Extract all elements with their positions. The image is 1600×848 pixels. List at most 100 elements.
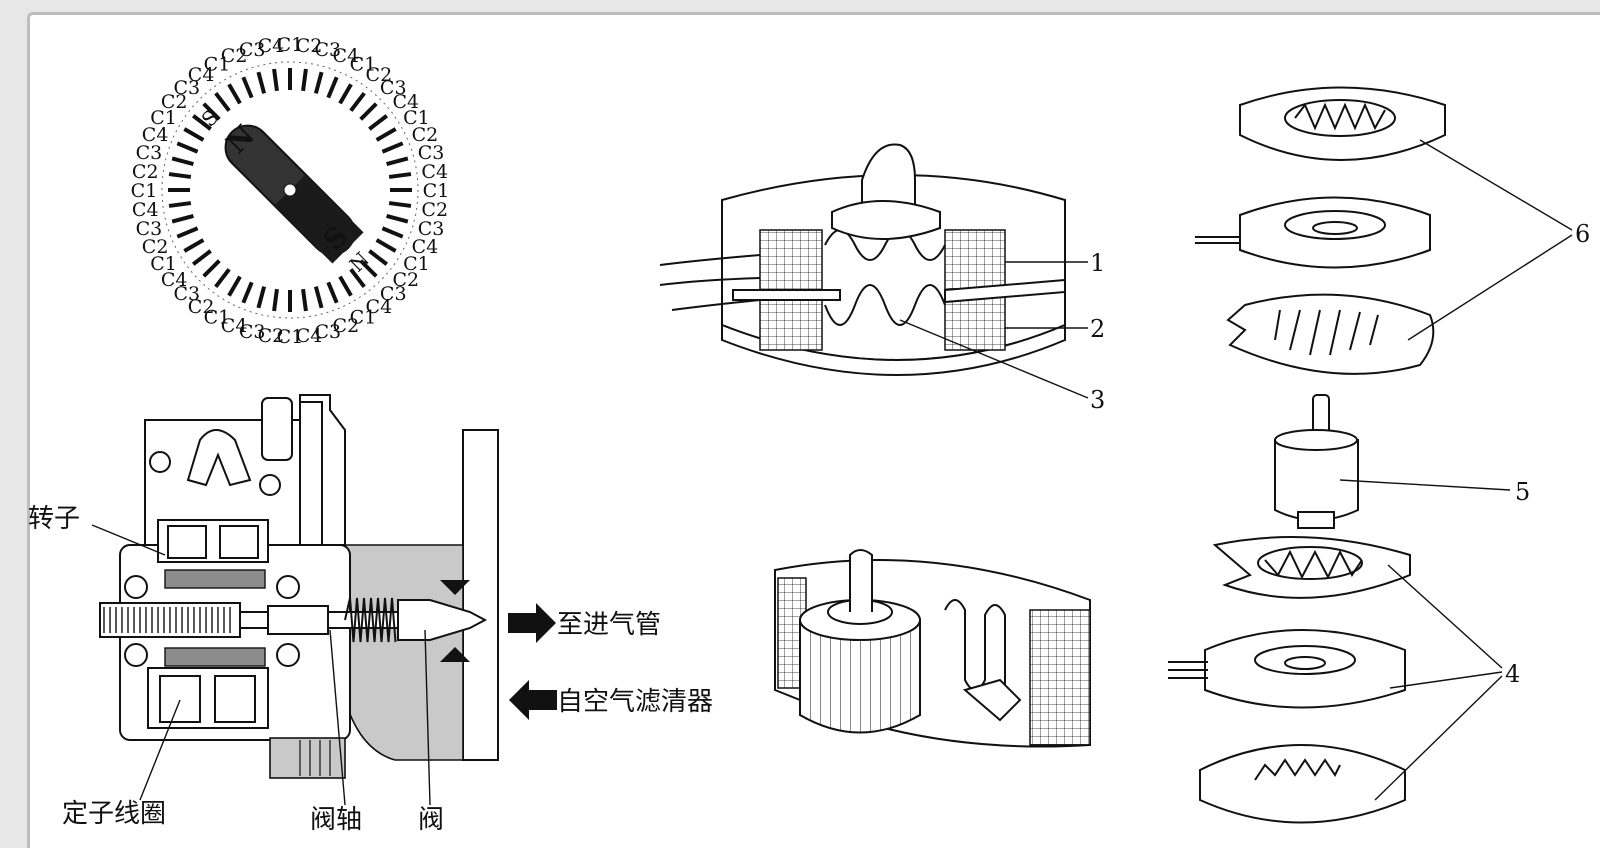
bearing-bottom-right [276,643,300,667]
pole-tick [326,281,339,304]
pole-tick-label: C3 [239,39,266,61]
rotor-label: 转子 [28,504,80,534]
pole-tick-label: C4 [393,91,420,113]
pole-tick [359,102,378,121]
pole-tick-label: C1 [204,306,231,328]
connector-terminal [186,429,252,487]
rotor-shaft-exploded [1312,394,1330,436]
bearing-top-left [124,575,148,599]
coil-upper-leads [1195,236,1240,244]
pole-tick [386,156,409,167]
pole-tick-label: C2 [221,45,248,67]
pole-tick-label: C4 [132,199,159,221]
lead-screw-threads [103,607,231,633]
pole-tick [381,226,404,239]
pole-tick [241,76,254,99]
pole-tick-label: C3 [173,283,200,305]
pole-tick [338,83,353,105]
pole-tick [191,114,212,131]
pole-tick-label: C1 [403,107,430,129]
motor-shaft [861,143,916,211]
callout-5: 5 [1515,478,1530,506]
pole-tick [227,275,242,297]
pole-tick [338,275,353,297]
pole-tick-label: C3 [418,142,445,164]
stepper-motor-rotor-view [774,549,1091,748]
intake-arrow [508,603,556,643]
pole-tick [202,259,221,278]
bearing-bottom-left [124,643,148,667]
pole-tick [272,288,279,312]
pole-tick-label: C3 [136,142,163,164]
pole-tick [241,281,254,304]
pole-tick [171,213,194,224]
pole-tick-label: C3 [239,321,266,343]
pole-tick [202,102,221,121]
pole-tick-label: C1 [277,34,304,56]
pole-tick-label: C1 [350,54,377,76]
pole-tick [388,201,412,208]
pole-tick [183,238,205,253]
pole-tick [171,156,194,167]
stator-pole-s-label: S [197,105,224,132]
pole-tick-label: C4 [142,124,169,146]
pole-tick [381,141,404,154]
valve-head [397,599,488,641]
pole-tick [272,68,279,92]
stator-coil-label: 定子线圈 [62,799,166,829]
pole-tick-label: C1 [423,180,450,202]
pole-tick-label: C3 [380,283,407,305]
pole-tick [388,172,412,179]
valve-seat-upper [440,580,470,595]
pole-tick [168,201,192,208]
pole-tick-label: C4 [421,161,448,183]
pole-tick-label: C4 [366,296,393,318]
pole-tick-label: C1 [131,180,158,202]
pole-tick-label: C2 [393,269,420,291]
intake-housing-wall [462,429,499,761]
from-filter-label: 自空气滤清器 [557,687,713,717]
pole-tick-label: C4 [161,269,188,291]
pole-tick-label: C4 [333,45,360,67]
pole-tick-label: C2 [142,236,169,258]
pole-tick [176,141,199,154]
pole-tick-label: C1 [277,326,304,348]
pole-tick-label: C4 [296,325,323,347]
claw-plate-middle [1226,293,1435,375]
pole-tick-label: C1 [350,306,377,328]
pole-tick-label: C1 [204,54,231,76]
pole-tick-label: C3 [173,77,200,99]
pole-tick [386,213,409,224]
pole-tick-label: C3 [314,321,341,343]
pole-tick-label: C4 [188,64,215,86]
pole-tick-label: C4 [221,315,248,337]
pole-tick [349,91,366,112]
pole-tick-label: C2 [366,64,393,86]
pole-tick [326,76,339,99]
rotor-shaft [849,549,873,612]
pole-tick-label: C4 [258,35,285,57]
mount-bolt [269,737,346,779]
pole-tick [375,127,397,142]
bearing-top-right [276,575,300,599]
to-intake-label: 至进气管 [557,610,661,640]
rotor-magnet-cylinder [799,619,921,734]
callout-1: 1 [1090,249,1105,277]
pole-tick-label: C3 [314,39,341,61]
callout-6: 6 [1575,220,1590,248]
valve-label: 阀 [418,805,444,835]
pole-tick [214,91,231,112]
pole-tick-label: C2 [333,315,360,337]
pole-tick [368,249,389,266]
pole-ticks [168,68,412,312]
valve-spring [344,597,397,643]
pole-tick [256,286,267,309]
stepper-motor-cutaway: 1 2 3 [659,143,1105,414]
callout-2: 2 [1090,315,1105,343]
pole-tick-label: C4 [412,236,439,258]
leader-3 [899,319,1089,399]
pole-tick-label: C2 [421,199,448,221]
pole-tick-label: C2 [161,91,188,113]
